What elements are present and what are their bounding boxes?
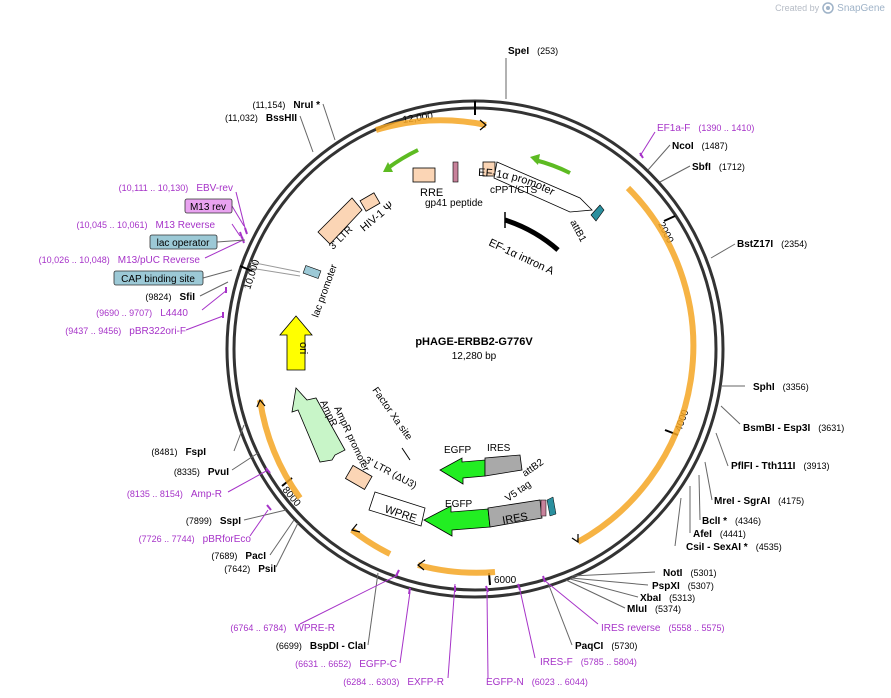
feature-rre-shape [412,167,436,183]
plasmid-name: pHAGE-ERBB2-G776V [415,336,533,348]
feature-ori-shape [279,315,313,371]
feature-ori-label: ori [297,342,309,354]
primer-pbrforeco: (7726 .. 7744)pBRforEco [139,534,252,545]
feature-egfp2-shape [423,496,557,537]
primer-l4440: (9690 .. 9707)L4440 [96,308,188,319]
feature-egfp1-label: EGFP [444,445,472,456]
enzyme-sfii: (9824)SfiI [145,292,195,303]
primer-m13-puc-reverse: (10,026 .. 10,048)M13/pUC Reverse [39,255,201,266]
primer-ires-f: IRES-F(5785 .. 5804) [540,657,637,668]
enzyme-mlui: MluI(5374) [627,604,681,615]
enzyme-ncoi: NcoI(1487) [672,141,728,152]
primer-m13-reverse: (10,045 .. 10,061)M13 Reverse [76,220,215,231]
enzyme-pflfi-tth111i: PflFI - Tth111I(3913) [731,461,829,472]
plasmid-size: 12,280 bp [452,351,497,362]
primer-exfp-r: (6284 .. 6303)EXFP-R [343,677,444,688]
enzyme-noti: NotI(5301) [663,568,716,579]
factor-xa-marker [401,447,411,461]
green-arrowhead-2 [383,162,393,172]
feature-cppt-label: cPPT/CTS [490,185,538,196]
enzyme-afei: AfeI(4441) [693,529,746,540]
orf-arcs [257,117,697,576]
enzyme-bspdi-clai: (6699)BspDI - ClaI [276,641,366,652]
feature-rre-label: RRE [420,187,443,199]
enzyme-bcli: BclI *(4346) [702,516,761,527]
feature-ltr3du3-shape [344,464,373,490]
feature-ef1a-intron-shape [504,212,560,252]
feature-attb2-label: attB2 [520,457,546,480]
created-by-text: Created by [775,3,820,13]
enzyme-bsmbi-esp3i: BsmBI - Esp3I(3631) [743,423,844,434]
primer-egfp-c: (6631 .. 6652)EGFP-C [295,659,397,670]
orf-arc-heads [256,119,579,571]
enzyme-psii: (7642)PsiI [224,564,276,575]
enzyme-paqci: PaqCI(5730) [575,641,637,652]
enzyme-sphi: SphI(3356) [753,382,809,393]
enzyme-bstz17i: BstZ17I(2354) [737,239,807,250]
primer-egfp-n: EGFP-N(6023 .. 6044) [486,677,588,688]
primer-ticks [222,152,644,595]
feature-egfp2-label: EGFP [445,499,473,510]
feature-v5tag-label: V5 tag [503,479,533,505]
feature-gp41-label: gp41 peptide [425,198,483,209]
primer-amp-r: (8135 .. 8154)Amp-R [127,489,222,500]
enzyme-mrei-sgrai: MreI - SgrAI(4175) [714,496,804,507]
feature-ires2-label: IRES [501,511,528,527]
primer-leader-lines [185,131,656,679]
enzyme-pspxi: PspXI(5307) [652,581,714,592]
primer-ires-reverse: IRES reverse(5558 .. 5575) [601,623,725,634]
primer-pbr322ori-f: (9437 .. 9456)pBR322ori-F [65,326,186,337]
enzyme-spei: SpeI(253) [508,46,558,57]
feature-lac-operator-shape [249,261,322,279]
boxed-label-cap-binding-site: CAP binding site [113,269,233,286]
feature-ltr3-shape [317,197,363,245]
svg-text:M13 rev: M13 rev [190,202,226,213]
tick-label-6000: 6000 [494,575,517,586]
feature-gp41-shape [452,161,459,183]
green-arrowhead-1 [530,154,540,165]
primer-ebv-rev: (10,111 .. 10,130)EBV-rev [119,183,233,194]
boxed-label-lac-operator: lac operator [149,234,246,250]
feature-wpre-shape [368,491,426,527]
erbb2-orf-arc [576,185,697,545]
enzyme-xbai: XbaI(5313) [640,593,695,604]
feature-ltr3du3-label: 3' LTR (ΔU3) [363,455,419,492]
brand-name: SnapGene [837,2,885,14]
enzyme-leader-lines [199,58,745,646]
feature-ef1a-promoter-shape [493,161,593,213]
feature-hiv-psi-shape [359,192,381,212]
enzyme-sbfi: SbfI(1712) [692,162,745,173]
feature-ires1-label: IRES [487,443,511,454]
enzyme-nrui: (11,154)NruI * [252,100,320,111]
feature-attb1-shape [590,204,605,222]
enzyme-csii-sexai: CsiI - SexAI *(4535) [686,542,782,553]
enzyme-fspi: (8481)FspI [151,447,206,458]
enzyme-bsshii: (11,032)BssHII [225,113,297,124]
feature-ampr-shape [291,387,346,463]
feature-cppt [482,161,496,177]
svg-text:CAP binding site: CAP binding site [121,274,195,285]
enzyme-pvui: (8335)PvuI [174,467,229,478]
enzyme-sspi: (7899)SspI [186,516,241,527]
boxed-label-m13-rev: M13 rev [184,198,245,227]
feature-factor-xa-label: Factor Xa site [370,385,415,442]
feature-egfp1-shape [439,454,523,485]
primer-ef1a-f: EF1a-F(1390 .. 1410) [657,123,754,134]
primer-wpre-r: (6764 .. 6784)WPRE-R [230,623,335,634]
enzyme-paci: (7689)PacI [211,551,266,562]
feature-attb1-label: attB1 [567,218,588,244]
snapgene-logo-icon [822,2,834,14]
svg-text:lac operator: lac operator [157,238,210,249]
snapgene-watermark: Created by SnapGene [775,2,885,14]
